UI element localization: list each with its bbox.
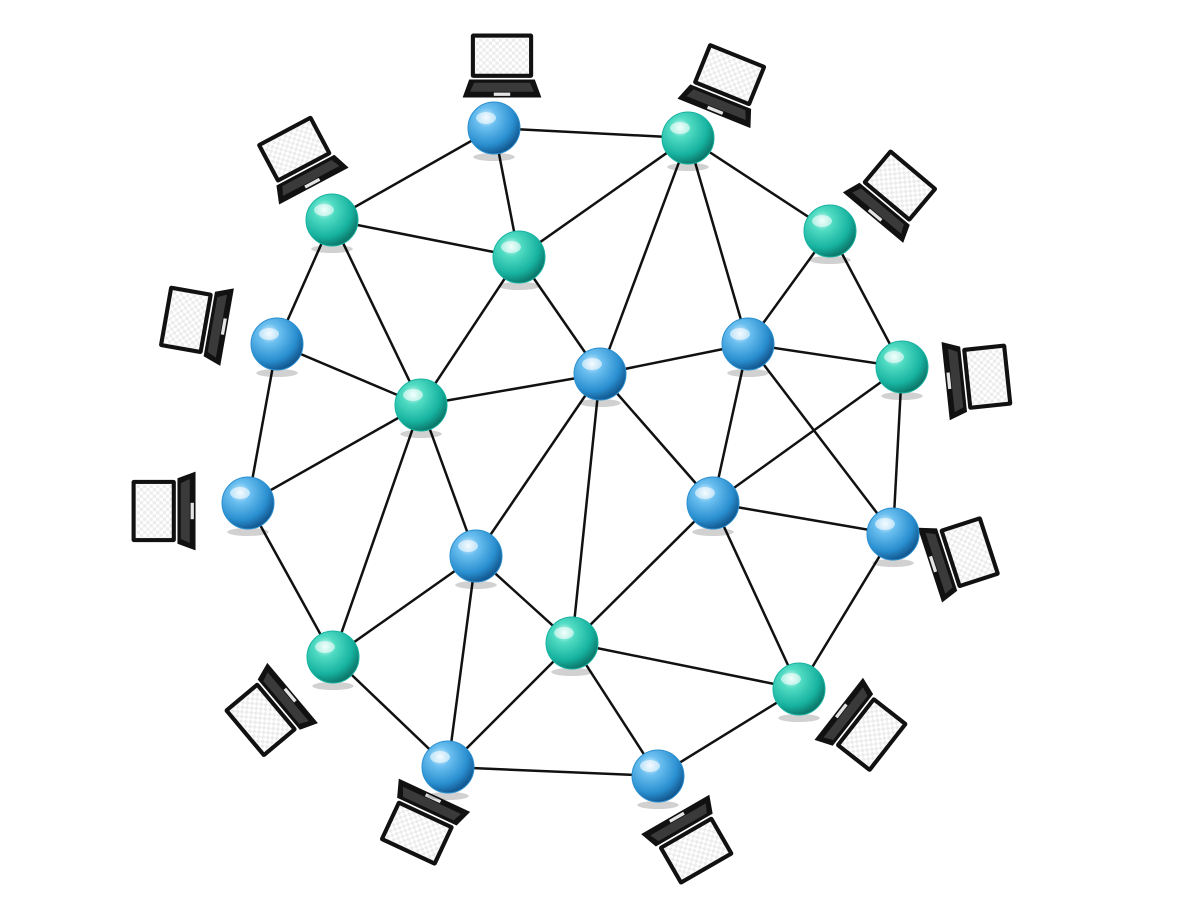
network-node-blue xyxy=(866,507,920,567)
edge-n13-n18 xyxy=(446,555,478,768)
edge-n7-n15 xyxy=(331,404,423,658)
network-node-blue xyxy=(686,476,740,536)
edge-n10-n14 xyxy=(891,366,904,535)
network-node-teal xyxy=(772,662,826,722)
network-node-blue xyxy=(467,101,521,161)
edge-n9-n14 xyxy=(747,343,894,535)
edge-n1-n2 xyxy=(493,126,689,140)
edge-n2-n9 xyxy=(686,137,750,345)
network-node-blue xyxy=(421,740,475,800)
edge-n13-n15 xyxy=(332,554,477,659)
edge-n10-n12 xyxy=(712,365,903,505)
edge-n2-n5 xyxy=(687,136,831,233)
edge-n14-n17 xyxy=(797,533,895,690)
network-node-teal xyxy=(305,193,359,253)
edge-n6-n11 xyxy=(246,343,279,504)
edge-n16-n18 xyxy=(447,642,573,768)
edge-n4-n2 xyxy=(518,136,689,259)
laptop-icon xyxy=(462,33,542,98)
network-node-blue xyxy=(721,317,775,377)
edge-n8-n13 xyxy=(474,373,602,557)
edge-n11-n15 xyxy=(246,502,335,658)
edge-n9-n12 xyxy=(711,343,750,504)
network-node-teal xyxy=(803,204,857,264)
laptop-icon xyxy=(941,335,1014,421)
edge-n8-n16 xyxy=(570,373,602,644)
edge-n12-n17 xyxy=(711,502,801,690)
edge-n12-n14 xyxy=(712,501,894,536)
network-node-teal xyxy=(661,111,715,171)
edge-n1-n3 xyxy=(331,126,495,222)
edge-n2-n8 xyxy=(598,137,690,375)
network-node-teal xyxy=(306,630,360,690)
edge-n18-n19 xyxy=(447,765,659,778)
network-node-teal xyxy=(545,616,599,676)
edge-n16-n17 xyxy=(571,641,800,691)
laptop-icon xyxy=(842,143,945,243)
edge-n15-n18 xyxy=(332,656,449,768)
network-node-blue xyxy=(250,317,304,377)
network-node-blue xyxy=(573,347,627,407)
network-node-blue xyxy=(221,476,275,536)
nodes-layer xyxy=(221,101,929,809)
laptop-icon xyxy=(249,111,349,205)
laptops-layer xyxy=(131,33,1014,890)
laptop-icon xyxy=(218,662,318,765)
edge-n3-n4 xyxy=(331,218,520,259)
laptop-icon xyxy=(131,471,196,551)
network-node-blue xyxy=(449,529,503,589)
edge-n7-n8 xyxy=(420,372,601,407)
laptop-icon xyxy=(157,277,234,366)
edge-n3-n7 xyxy=(330,219,423,406)
edge-n7-n13 xyxy=(419,404,478,557)
network-node-blue xyxy=(631,749,685,809)
edge-n12-n16 xyxy=(571,502,714,644)
network-node-teal xyxy=(492,230,546,290)
network-node-teal xyxy=(875,340,929,400)
edge-n7-n11 xyxy=(247,403,422,505)
edge-n8-n12 xyxy=(599,373,714,504)
edge-n17-n19 xyxy=(657,687,800,778)
edge-n4-n7 xyxy=(419,256,521,406)
network-node-teal xyxy=(394,378,448,438)
laptop-icon xyxy=(917,507,1003,603)
laptop-icon xyxy=(814,677,914,780)
